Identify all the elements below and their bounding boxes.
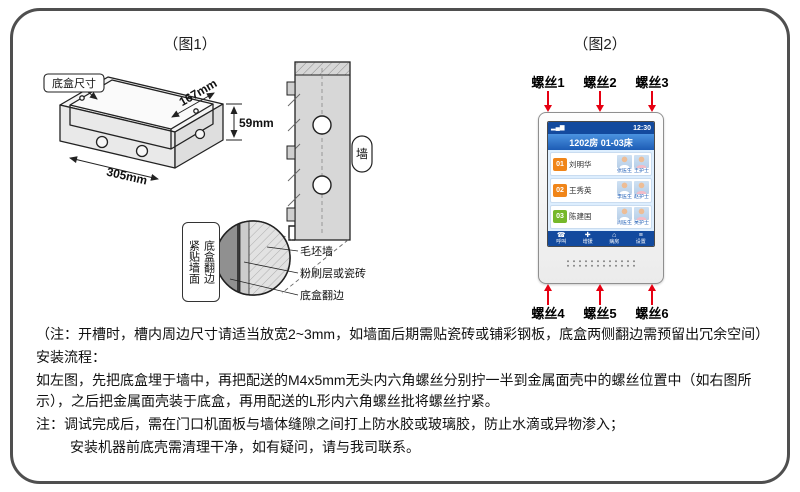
screw-label-3: 螺丝3: [635, 75, 669, 90]
screw-arrow-up-icon: [596, 284, 604, 305]
staff-card: 赵护士: [634, 180, 649, 200]
box-size-callout: 底盒尺寸: [43, 73, 105, 100]
figure2-title: （图2）: [573, 36, 627, 53]
nav-label: 呼叫: [556, 239, 567, 245]
dimension-lines: [69, 92, 242, 181]
wall-cross-section: [286, 61, 351, 241]
patient-list: 01 刘明华 张医生 王护士 02 王秀英: [548, 150, 654, 231]
figure1-title: （图1）: [163, 36, 217, 53]
screw-arrow-up-icon: [544, 284, 552, 305]
screw-label-1: 螺丝1: [531, 75, 565, 90]
patient-row: 03 陈建国 周医生 吴护士: [550, 204, 652, 229]
flush-label-col2: 底盒翻边: [202, 240, 215, 284]
install-flow-title: 安装流程：: [36, 349, 106, 365]
nav-label: 设置: [635, 239, 646, 245]
patient-row: 02 王秀英 李医生 赵护士: [550, 178, 652, 203]
screw-label-5: 螺丝5: [583, 306, 617, 321]
screw-arrow-up-icon: [648, 284, 656, 305]
staff-name: 赵护士: [634, 193, 649, 200]
detail-label-flange: 底盒翻边: [300, 288, 344, 302]
staff-card: 张医生: [617, 154, 632, 174]
screen-status-bar: ▂▄▆ 12:30: [548, 122, 654, 134]
note-line-2: 注：调试完成后，需在门口机面板与墙体缝隙之间打上防水胶或玻璃胶，防止水滴或异物渗…: [36, 416, 624, 432]
staff-avatar: [617, 154, 632, 168]
patient-row: 01 刘明华 张医生 王护士: [550, 152, 652, 177]
figure1-drawing: 167mm 59mm 305mm 底盒尺寸 墙: [43, 61, 373, 302]
notes-section: （注：开槽时，槽内周边尺寸请适当放宽2~3mm，如墙面后期需贴瓷砖或铺彩钢板，底…: [36, 324, 774, 458]
staff-avatar: [617, 180, 632, 194]
staff-name: 张医生: [617, 167, 632, 174]
nav-label: 病房: [609, 239, 620, 245]
flush-label-col1: 紧贴墙面: [187, 240, 200, 284]
phone-icon: ☎: [556, 232, 566, 239]
staff-card: 周医生: [617, 207, 632, 226]
speaker-grille: [565, 259, 637, 268]
length-dimension-label: 305mm: [105, 165, 148, 188]
nav-item-assist: ✚ 增援: [583, 232, 593, 245]
staff-card: 吴护士: [634, 207, 649, 226]
box-size-label: 底盒尺寸: [52, 76, 96, 90]
screw-label-6: 螺丝6: [635, 306, 669, 321]
patient-name: 陈建国: [569, 212, 592, 222]
install-flow-body: 如左图，先把底盒埋于墙中，再把配送的M4x5mm无头内六角螺丝分别拧一半到金属面…: [36, 372, 752, 409]
nav-label: 增援: [582, 239, 593, 245]
nav-item-call: ☎ 呼叫: [556, 232, 566, 245]
patient-badge: 03: [553, 210, 567, 224]
screw-arrow-down-icon: [648, 91, 656, 112]
nav-item-settings: ≡ 设置: [636, 232, 646, 245]
patient-badge: 01: [553, 157, 567, 171]
staff-avatar: [634, 207, 649, 221]
staff-name: 王护士: [634, 167, 649, 174]
wall-tag: [351, 135, 373, 173]
signal-icon: ▂▄▆: [551, 125, 565, 131]
staff-name: 周医生: [617, 220, 632, 227]
plus-icon: ✚: [584, 232, 591, 239]
clock-text: 12:30: [633, 124, 651, 132]
detail-label-rough-wall: 毛坯墙: [300, 244, 333, 258]
patient-badge: 02: [553, 183, 567, 197]
intercom-device: ▂▄▆ 12:30 1202房 01-03床 01 刘明华 张医生 王护士: [538, 112, 664, 284]
detail-label-plaster: 粉刷层或瓷砖: [300, 266, 366, 280]
staff-name: 李医生: [617, 193, 632, 200]
note-line-3: 安装机器前底壳需清理干净，如有疑问，请与我司联系。: [70, 439, 420, 455]
device-screen: ▂▄▆ 12:30 1202房 01-03床 01 刘明华 张医生 王护士: [547, 121, 655, 247]
nav-item-ward: ⌂ 病房: [609, 232, 619, 245]
height-dimension-label: 59mm: [239, 116, 274, 130]
menu-icon: ≡: [638, 232, 643, 239]
screw-arrow-down-icon: [544, 91, 552, 112]
outer-rounded-frame: [10, 8, 790, 484]
patient-name: 王秀英: [569, 185, 592, 195]
note-line-1: （注：开槽时，槽内周边尺寸请适当放宽2~3mm，如墙面后期需贴瓷砖或铺彩钢板，底…: [36, 326, 770, 342]
staff-avatar: [634, 180, 649, 194]
room-title: 1202房 01-03床: [548, 134, 654, 150]
home-icon: ⌂: [612, 232, 617, 239]
patient-name: 刘明华: [569, 159, 592, 169]
wall-label: 墙: [356, 147, 368, 161]
screw-arrow-down-icon: [596, 91, 604, 112]
screw-label-2: 螺丝2: [583, 75, 617, 90]
screw-label-4: 螺丝4: [531, 306, 565, 321]
staff-avatar: [634, 154, 649, 168]
staff-avatar: [617, 207, 632, 221]
screen-nav-bar: ☎ 呼叫 ✚ 增援 ⌂ 病房 ≡ 设置: [548, 231, 654, 246]
staff-card: 李医生: [617, 180, 632, 200]
staff-card: 王护士: [634, 154, 649, 174]
flush-against-wall-label: 紧贴墙面 底盒翻边: [182, 222, 220, 302]
staff-name: 吴护士: [634, 220, 649, 227]
